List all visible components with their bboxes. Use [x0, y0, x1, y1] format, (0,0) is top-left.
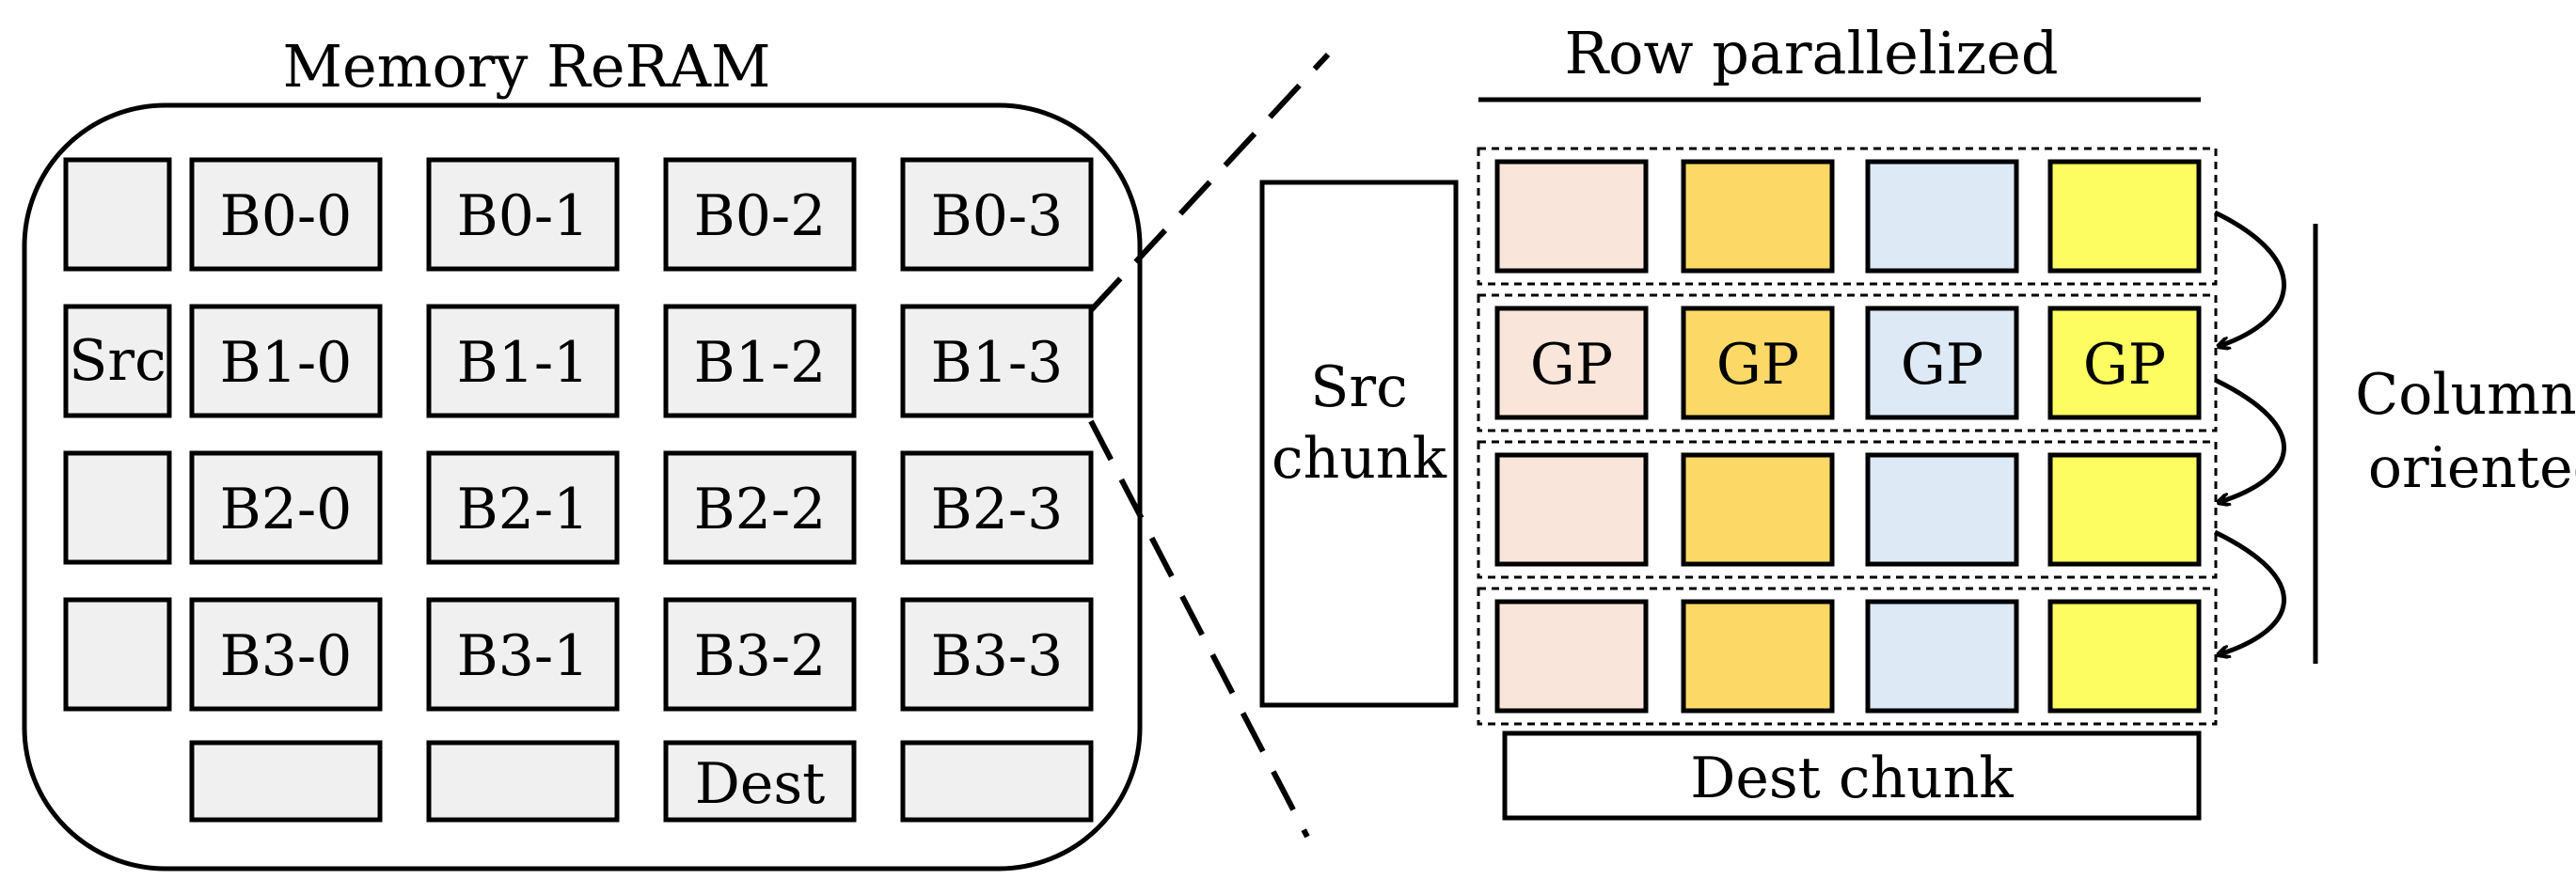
gp-cell [1865, 599, 2019, 714]
gp-row-group [1477, 293, 2218, 432]
bank-block [900, 304, 1094, 418]
bank-block [900, 157, 1094, 272]
bank-block-label: B0-1 [457, 183, 590, 249]
bank-block [663, 597, 857, 712]
zoom-line-upper [1088, 52, 1331, 313]
bank-block [189, 304, 383, 418]
bank-block [189, 450, 383, 565]
bank-block-label: B2-3 [931, 477, 1064, 542]
bank-block [663, 157, 857, 272]
bank-block-label: B1-1 [457, 330, 590, 396]
bank-block-label: B1-0 [220, 330, 353, 396]
gp-cell [1494, 159, 1649, 274]
src-chunk-label-line1: Src [1310, 354, 1407, 420]
gp-cell [2047, 599, 2202, 714]
zoom-line-lower [1088, 419, 1310, 839]
column-arrow-3 [2213, 529, 2286, 654]
column-oriented-label-line2: oriented [2368, 435, 2576, 501]
bank-block-label: B0-2 [694, 183, 827, 249]
gp-cell [2047, 306, 2202, 420]
gp-cell [1494, 452, 1649, 567]
src-chunk-box [1259, 180, 1459, 708]
row-parallelized-title: Row parallelized [1564, 19, 2058, 87]
dest-chunk-label: Dest chunk [1690, 746, 2014, 811]
gp-cell [1681, 159, 1835, 274]
bank-block-label: B0-0 [220, 183, 353, 249]
gp-grid: GP GP GP GP [1477, 147, 2218, 726]
src-column: Src [63, 157, 172, 712]
bank-block [426, 157, 620, 272]
src-chunk-label-line2: chunk [1272, 426, 1447, 492]
gp-cell [2047, 159, 2202, 274]
gp-row-group [1477, 440, 2218, 579]
bottom-block [189, 740, 383, 823]
bank-block-label: B3-0 [220, 623, 353, 689]
bank-block [189, 157, 383, 272]
memory-reram-outline [22, 102, 1143, 871]
src-block [63, 597, 172, 712]
src-block [63, 304, 172, 418]
gp-cell-label: GP [1901, 332, 1983, 398]
dest-block-label: Dest [695, 751, 826, 817]
memory-reram-title: Memory ReRAM [283, 32, 771, 101]
bank-block-label: B3-1 [457, 623, 590, 689]
gp-cell [2047, 452, 2202, 567]
bank-block-label: B3-3 [931, 623, 1064, 689]
bottom-block [426, 740, 620, 823]
gp-cell [1494, 599, 1649, 714]
column-oriented-label-line1: Column [2355, 362, 2576, 428]
column-arrow-1 [2213, 210, 2286, 346]
gp-cell [1681, 599, 1835, 714]
gp-cell [1865, 452, 2019, 567]
bank-block [426, 597, 620, 712]
bank-block [426, 450, 620, 565]
bottom-block [900, 740, 1094, 823]
bank-block-label: B2-1 [457, 477, 590, 542]
dest-chunk-box [1502, 730, 2202, 821]
gp-cell [1681, 306, 1835, 420]
gp-row-group [1477, 147, 2218, 286]
gp-cell [1494, 306, 1649, 420]
bank-block [900, 450, 1094, 565]
bank-block [189, 597, 383, 712]
bank-block [900, 597, 1094, 712]
bank-block-label: B2-0 [220, 477, 353, 542]
bank-grid: B0-0 B0-1 B0-2 B0-3B1-0 B1-1 B1-2 B1-3B2-0 B2-1… [189, 157, 1094, 823]
bank-block-label: B0-3 [931, 183, 1064, 249]
src-block-label: Src [69, 328, 166, 394]
dest-block [663, 740, 857, 823]
bank-block [426, 304, 620, 418]
bank-block-label: B2-2 [694, 477, 827, 542]
column-arrow-2 [2213, 377, 2286, 502]
bank-block-label: B1-2 [694, 330, 827, 396]
src-block [63, 157, 172, 272]
gp-cell-label: GP [2083, 332, 2166, 398]
src-block [63, 450, 172, 565]
bank-block-label: B1-3 [931, 330, 1064, 396]
gp-cell [1865, 159, 2019, 274]
bank-block [663, 304, 857, 418]
bank-block-label: B3-2 [694, 623, 827, 689]
gp-cell-label: GP [1530, 332, 1613, 398]
gp-cell-label: GP [1716, 332, 1799, 398]
gp-cell [1681, 452, 1835, 567]
bank-block [663, 450, 857, 565]
gp-cell [1865, 306, 2019, 420]
